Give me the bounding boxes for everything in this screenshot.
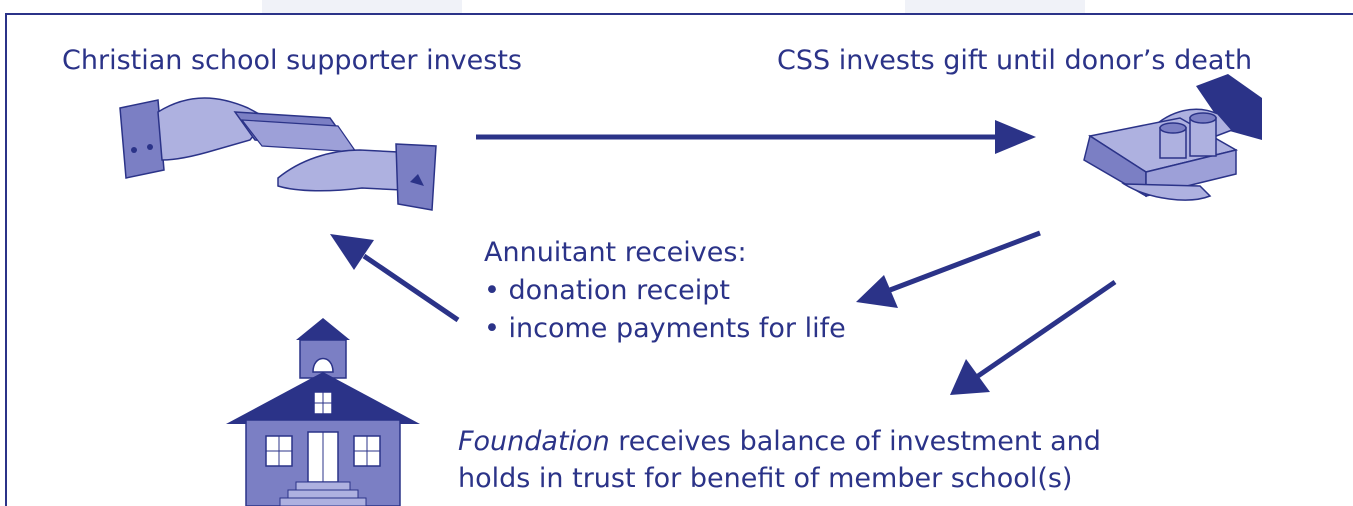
foundation-line-2: holds in trust for benefit of member sch…: [458, 463, 1073, 494]
supporter-invests-label: Christian school supporter invests: [62, 45, 522, 76]
foundation-line-1: Foundation receives balance of investmen…: [458, 425, 1101, 459]
arrow-annuitant-to-supporter: [330, 234, 460, 323]
arrow-supporter-to-css: [476, 120, 1036, 154]
tab-shade-left: [262, 0, 462, 14]
annuitant-heading: Annuitant receives:: [484, 237, 747, 268]
foundation-emphasis: Foundation: [458, 426, 610, 457]
arrow-css-to-annuitant: [856, 230, 1041, 308]
money-stack-coins-icon: [1083, 74, 1262, 201]
foundation-line-1-rest: receives balance of investment and: [609, 426, 1101, 457]
css-invests-label: CSS invests gift until donor’s death: [777, 45, 1253, 76]
tab-shade-right: [905, 0, 1085, 14]
arrow-css-to-foundation: [950, 279, 1117, 395]
schoolhouse-icon: [226, 318, 420, 506]
handshake-money-icon: [119, 97, 437, 211]
annuitant-item-income: • income payments for life: [484, 313, 846, 344]
annuitant-item-receipt: • donation receipt: [484, 275, 730, 306]
